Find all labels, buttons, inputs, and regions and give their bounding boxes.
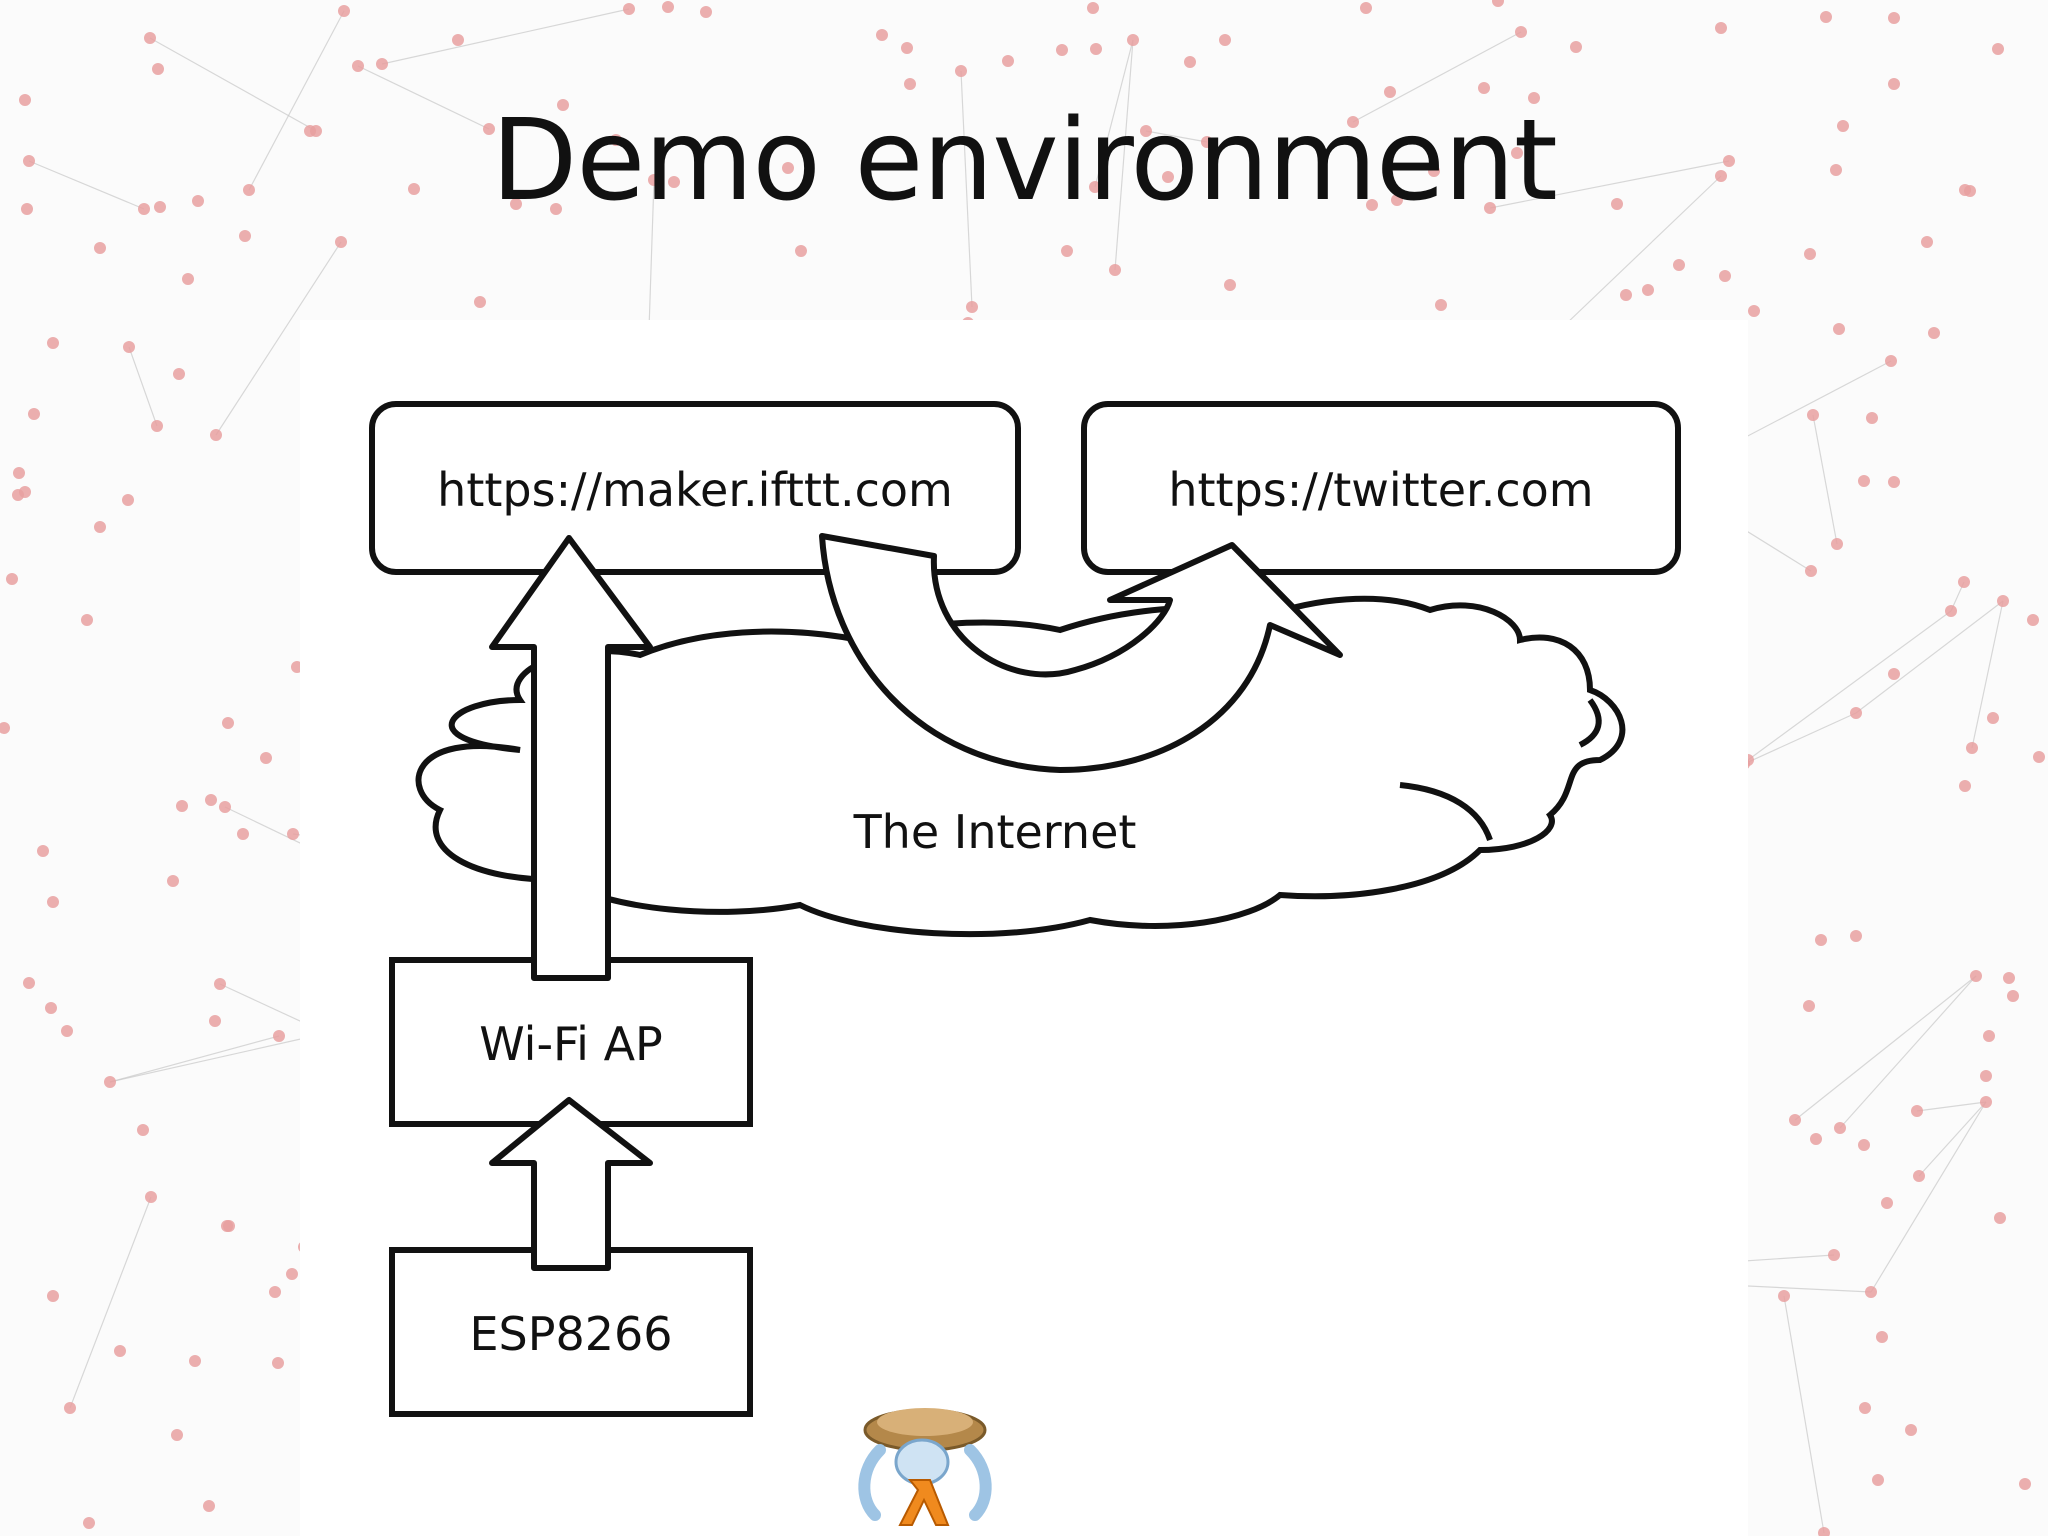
twitter-label: https://twitter.com <box>1168 463 1593 517</box>
ifttt-label: https://maker.ifttt.com <box>437 463 953 517</box>
slide-title: Demo environment <box>491 96 1558 226</box>
wifi-label: Wi-Fi AP <box>479 1017 663 1071</box>
esp-node: ESP8266 <box>389 1247 753 1417</box>
twitter-node: https://twitter.com <box>1081 401 1681 575</box>
esp-label: ESP8266 <box>469 1307 672 1361</box>
turtle-lambda-logo-icon <box>858 1408 992 1526</box>
esp-to-wifi-arrow <box>489 1097 653 1271</box>
wifi-to-ifttt-arrow <box>489 535 653 981</box>
wifi-node: Wi-Fi AP <box>389 957 753 1127</box>
ifttt-to-twitter-arrow <box>819 533 1343 773</box>
internet-label: The Internet <box>853 805 1137 859</box>
ifttt-node: https://maker.ifttt.com <box>369 401 1021 575</box>
